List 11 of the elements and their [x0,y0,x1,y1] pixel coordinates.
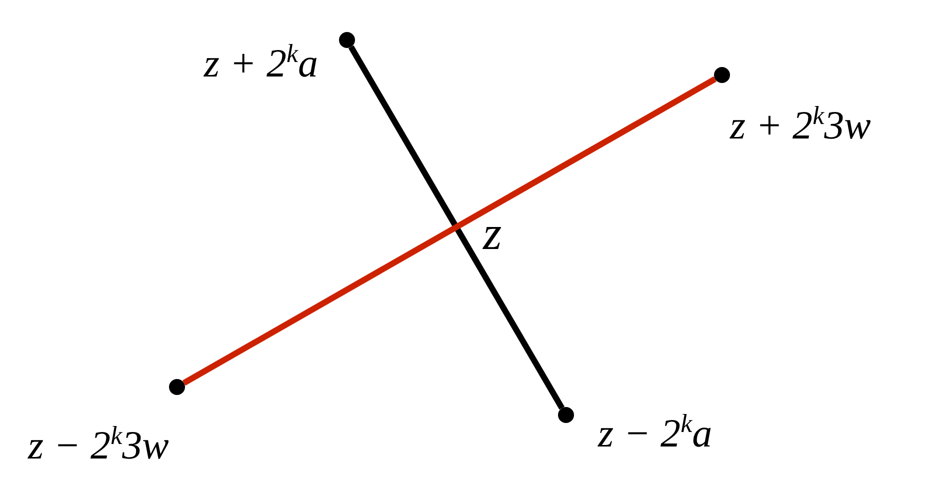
point-label: z + 2$^{k}$3w [730,100,871,150]
point-label: z + 2$^{k}$a [204,38,318,88]
point-dot [714,67,730,83]
line-segment [348,45,565,410]
point-label: z − 2$^{k}$3w [28,420,169,470]
point-dot [339,32,355,48]
point-label: z − 2$^{k}$a [598,408,712,458]
intersection-label: z [483,210,502,258]
point-dot [169,379,185,395]
point-dot [558,407,574,423]
line-segment [182,76,717,386]
